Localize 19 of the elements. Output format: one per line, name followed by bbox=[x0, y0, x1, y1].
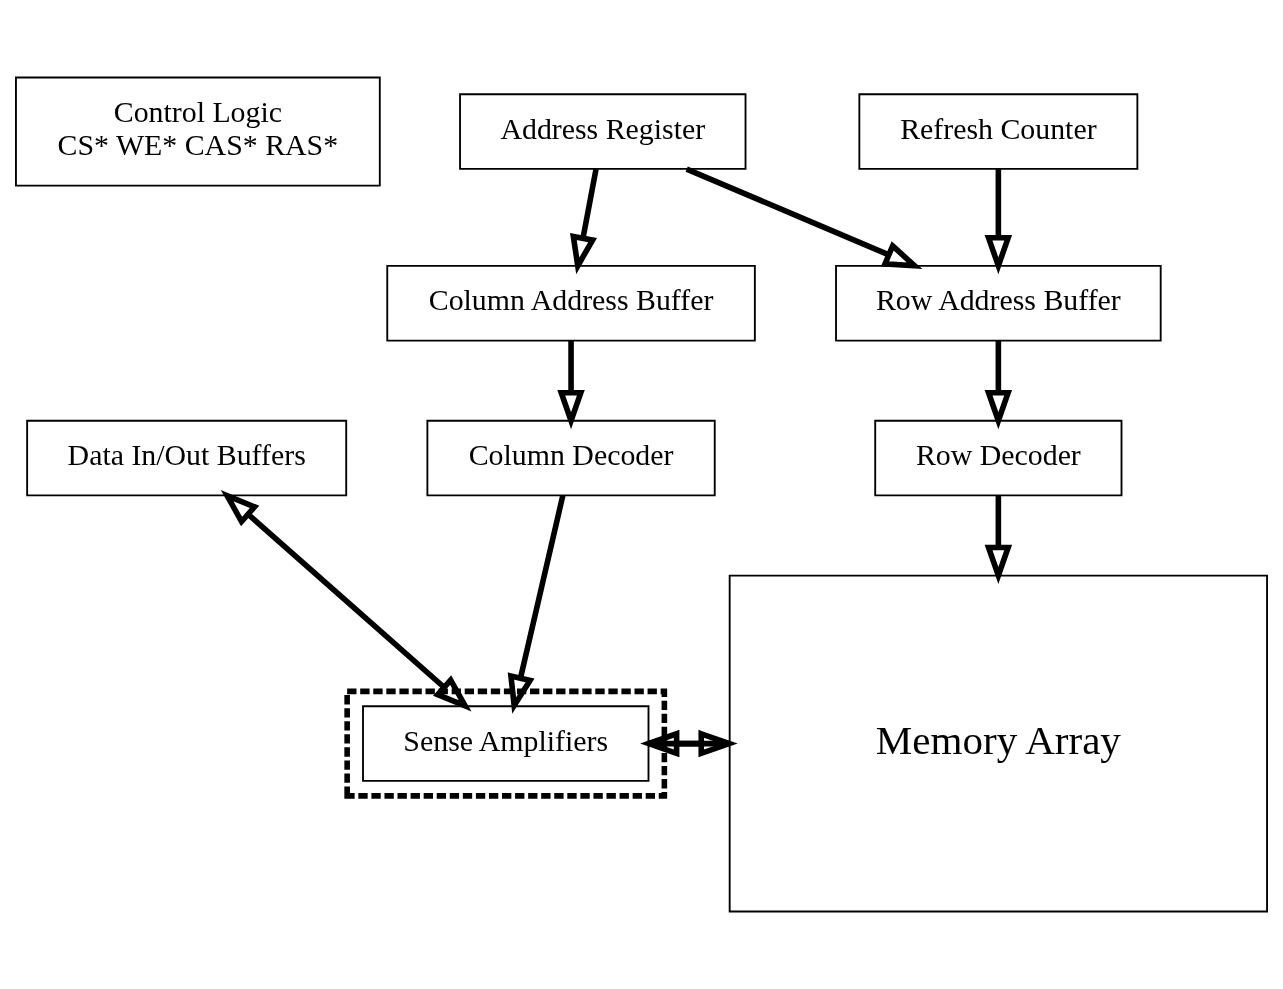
node-box: Address Register bbox=[459, 93, 747, 170]
arrow bbox=[570, 168, 599, 275]
cluster bbox=[344, 688, 668, 799]
node-box: Column Address Buffer bbox=[386, 265, 756, 342]
node-box: Row Decoder bbox=[874, 419, 1123, 497]
arrow bbox=[685, 166, 923, 270]
node-box: Memory Array bbox=[728, 574, 1268, 913]
arrow bbox=[507, 495, 566, 714]
arrow bbox=[984, 495, 1013, 584]
arrow bbox=[984, 169, 1013, 275]
node-box: Sense Amplifiers bbox=[362, 705, 650, 782]
node-box: Row Address Buffer bbox=[835, 265, 1162, 342]
node-box: Data In/Out Buffers bbox=[26, 419, 348, 497]
node-box: Refresh Counter bbox=[858, 93, 1139, 170]
node-box: Control Logic CS* WE* CAS* RAS* bbox=[15, 76, 381, 187]
arrow bbox=[984, 340, 1013, 430]
arrow bbox=[557, 340, 585, 430]
arrow bbox=[220, 490, 472, 712]
node-box: Column Decoder bbox=[426, 419, 716, 497]
